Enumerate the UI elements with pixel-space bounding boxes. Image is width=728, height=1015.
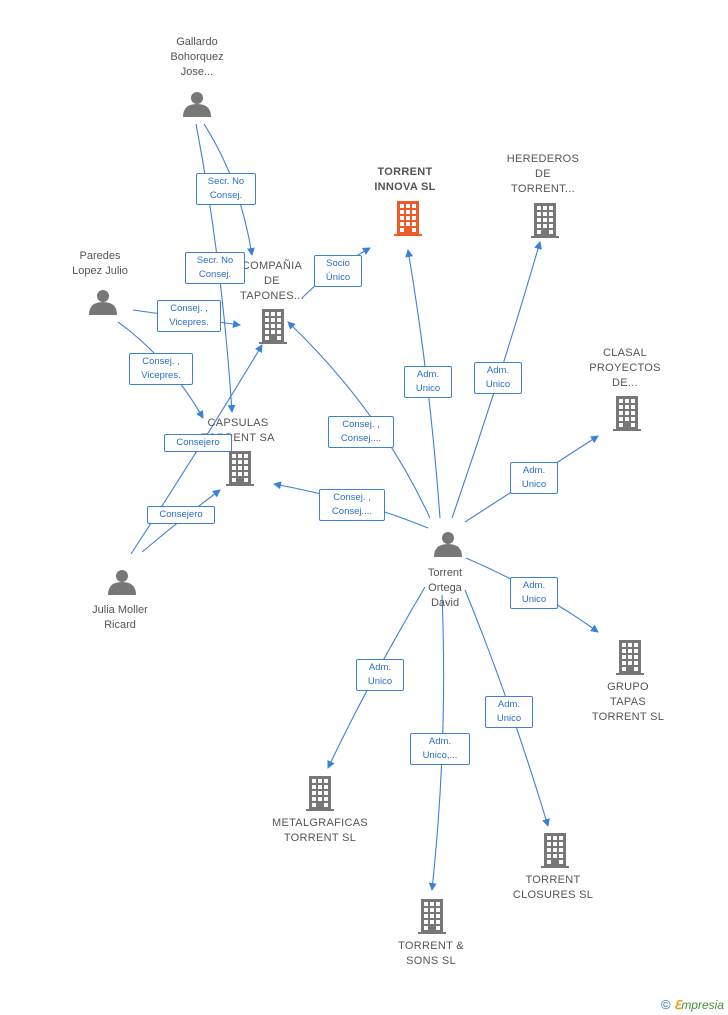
person-icon xyxy=(183,92,211,117)
edge-label[interactable]: Adm. Unico xyxy=(404,366,452,398)
building-icon-herederos[interactable] xyxy=(531,203,559,238)
building-icon-torrent-innova[interactable] xyxy=(394,201,422,236)
person-torrent-david[interactable]: Torrent Ortega David xyxy=(427,567,463,609)
edge-label[interactable]: Consejero xyxy=(147,506,215,524)
building-icon-clasal[interactable] xyxy=(613,396,641,431)
company-tapones[interactable]: COMPAÑIA DE TAPONES... xyxy=(240,260,304,302)
company-closures[interactable]: TORRENT CLOSURES SL xyxy=(512,874,594,901)
building-icon-sons[interactable] xyxy=(418,899,446,934)
edge-label[interactable]: Consej. , Vicepres. xyxy=(157,300,221,332)
edge-label[interactable]: Adm. Unico xyxy=(510,462,558,494)
person-icon xyxy=(434,532,462,557)
building-icon-metalgraficas[interactable] xyxy=(306,776,334,811)
edge-label[interactable]: Adm. Unico,... xyxy=(410,733,470,765)
edge-label[interactable]: Socio Único xyxy=(314,255,362,287)
person-icon xyxy=(108,570,136,595)
edge-label[interactable]: Consej. , Consej.... xyxy=(319,489,385,521)
empresia-logo[interactable]: © ℇmpresia xyxy=(661,997,724,1012)
edge-label[interactable]: Adm. Unico xyxy=(474,362,522,394)
building-icon-grupo-tapas[interactable] xyxy=(616,640,644,675)
edge-david-tapones xyxy=(287,321,431,519)
company-metalgraficas[interactable]: METALGRAFICAS TORRENT SL xyxy=(272,817,368,844)
edge-label[interactable]: Consej. , Vicepres. xyxy=(129,353,193,385)
edge-label[interactable]: Secr. No Consej. xyxy=(185,252,245,284)
edge-label[interactable]: Consej. , Consej.... xyxy=(328,416,394,448)
person-julia[interactable]: Julia Moller Ricard xyxy=(92,604,148,631)
person-paredes[interactable]: Paredes Lopez Julio xyxy=(72,250,128,277)
edge-label[interactable]: Adm. Unico xyxy=(485,696,533,728)
person-icon xyxy=(89,290,117,315)
building-icon-tapones[interactable] xyxy=(259,309,287,344)
edge-label[interactable]: Consejero xyxy=(164,434,232,452)
company-sons[interactable]: TORRENT & SONS SL xyxy=(398,940,464,967)
edge-label[interactable]: Secr. No Consej. xyxy=(196,173,256,205)
copyright-icon: © xyxy=(661,997,671,1012)
company-grupo-tapas[interactable]: GRUPO TAPAS TORRENT SL xyxy=(591,681,665,723)
edge-label[interactable]: Adm. Unico xyxy=(510,577,558,609)
building-icon-capsulas[interactable] xyxy=(226,451,254,486)
company-herederos[interactable]: HEREDEROS DE TORRENT... xyxy=(506,153,580,195)
person-gallardo[interactable]: Gallardo Bohorquez Jose... xyxy=(170,36,224,78)
edge-label[interactable]: Adm. Unico xyxy=(356,659,404,691)
company-torrent-innova[interactable]: TORRENT INNOVA SL xyxy=(374,166,436,193)
company-clasal[interactable]: CLASAL PROYECTOS DE... xyxy=(589,347,661,389)
building-icon-closures[interactable] xyxy=(541,833,569,868)
